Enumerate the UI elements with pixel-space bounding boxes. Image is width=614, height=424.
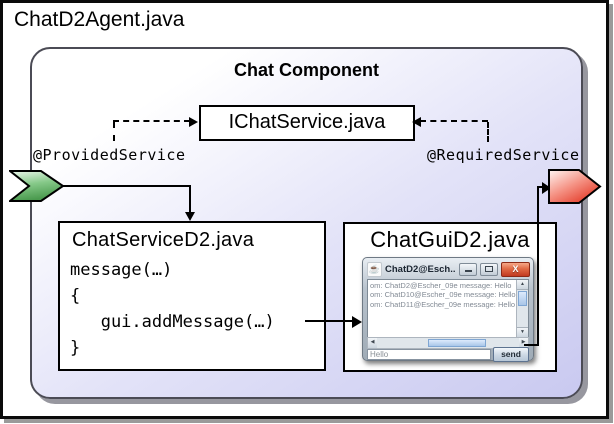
required-arrowhead-icon (412, 117, 421, 127)
close-button[interactable]: X (501, 262, 530, 277)
provided-connector-horizontal (62, 185, 191, 187)
maximize-icon (485, 266, 493, 272)
code-line: } (70, 338, 81, 358)
maximize-button[interactable] (480, 263, 498, 276)
page-title: ChatD2Agent.java (14, 8, 185, 31)
provided-dashed-line (113, 120, 190, 122)
chat-window-titlebar[interactable]: ☕ ChatD2@Esch... X (363, 258, 533, 279)
vertical-scroll-thumb[interactable] (518, 291, 527, 306)
required-dashed-elbow (487, 122, 489, 142)
required-service-annotation: @RequiredService (427, 146, 580, 164)
code-line: { (70, 286, 81, 306)
required-connector-top (537, 186, 545, 188)
required-connector-arrowhead-icon (542, 182, 551, 194)
code-line: gui.addMessage(…) (70, 312, 275, 332)
service-box-title: ChatServiceD2.java (72, 229, 255, 251)
service-box: ChatServiceD2.java message(…) { gui.addMe… (58, 221, 326, 371)
java-icon: ☕ (367, 262, 382, 277)
chat-window-title: ChatD2@Esch... (385, 264, 456, 275)
required-connector-vertical (537, 186, 539, 346)
message-line: om: ChatD11@Escher_09e message: Hello (370, 299, 516, 309)
scroll-left-icon[interactable]: ◀ (368, 338, 377, 348)
scroll-right-icon[interactable]: ▶ (519, 338, 528, 348)
horizontal-scroll-thumb[interactable] (428, 339, 486, 347)
minimize-icon (464, 270, 472, 272)
provided-service-annotation: @ProvidedService (33, 146, 186, 164)
interface-box-label: IChatService.java (228, 111, 386, 133)
service-code-block: message(…) { gui.addMessage(…)} (70, 257, 275, 361)
message-input[interactable] (367, 349, 491, 360)
message-line: om: ChatD10@Escher_09e message: Hello (370, 290, 516, 300)
message-line: om: ChatD2@Escher_09e message: Hello (370, 281, 512, 290)
required-connector-bottom (524, 344, 539, 346)
interface-box: IChatService.java (199, 105, 415, 141)
scroll-down-icon[interactable]: ▼ (517, 327, 528, 337)
addmessage-arrowhead-icon (352, 316, 362, 328)
provided-connector-arrowhead-icon (185, 212, 195, 221)
minimize-button[interactable] (459, 263, 477, 276)
provided-arrowhead-icon (189, 117, 198, 127)
horizontal-scrollbar[interactable]: ◀ ▶ (367, 337, 529, 349)
gui-box-title: ChatGuiD2.java (370, 227, 530, 252)
vertical-scrollbar[interactable]: ▲ ▼ (516, 280, 528, 337)
provided-dashed-elbow (113, 122, 115, 141)
scroll-up-icon[interactable]: ▲ (517, 280, 528, 290)
component-panel-title: Chat Component (234, 60, 379, 80)
provided-port-arrow-icon (9, 170, 65, 202)
provided-connector-vertical (189, 185, 191, 212)
chat-window: ☕ ChatD2@Esch... X om: ChatD2@Escher_09e… (362, 257, 534, 362)
addmessage-arrow-line (305, 320, 355, 322)
code-line: message(…) (70, 260, 173, 280)
required-dashed-line (420, 120, 488, 122)
send-button[interactable]: send (493, 347, 529, 362)
required-port-arrow-icon (548, 169, 602, 204)
